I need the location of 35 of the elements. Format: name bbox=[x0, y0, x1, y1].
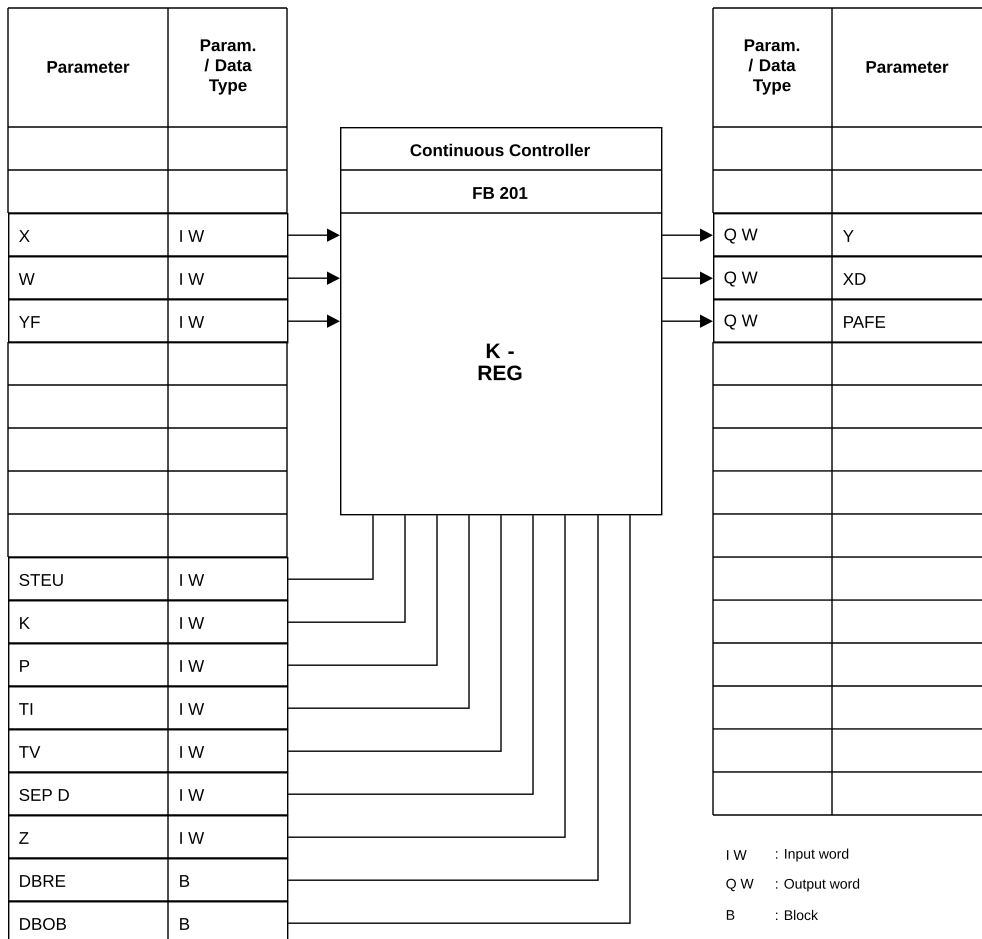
table-row: TI I W bbox=[8, 686, 288, 730]
key-abbreviation: I W bbox=[727, 850, 747, 860]
table-row: Z I W bbox=[8, 815, 288, 860]
table-row: X I W bbox=[8, 213, 288, 258]
connector bbox=[288, 515, 438, 666]
column-header: Parameter bbox=[866, 61, 948, 73]
connector bbox=[288, 515, 374, 580]
connector bbox=[288, 515, 502, 752]
key-text: : Output word bbox=[776, 878, 860, 892]
table-row: DBRE B bbox=[8, 858, 288, 902]
connector bbox=[288, 515, 534, 795]
connector bbox=[288, 515, 566, 838]
key-abbreviation: B bbox=[726, 910, 734, 920]
column-header: Param. / Data Type bbox=[744, 39, 800, 95]
key-text: : Input word bbox=[776, 848, 848, 862]
connector bbox=[288, 515, 406, 623]
table-row: W I W bbox=[8, 256, 288, 300]
key-text: : Block bbox=[776, 910, 818, 920]
table-row: SEP D I W bbox=[8, 772, 288, 816]
table-row: Q W Y bbox=[713, 213, 982, 258]
table-row: DBOB B bbox=[8, 901, 288, 939]
table-row: YF I W bbox=[8, 299, 288, 344]
connector bbox=[288, 515, 599, 881]
key-abbreviation: Q W bbox=[726, 878, 754, 892]
connector bbox=[288, 515, 470, 709]
column-header: Parameter bbox=[48, 61, 130, 73]
table-row: Q W XD bbox=[713, 256, 982, 300]
column-header: Param. / Data Type bbox=[200, 39, 256, 95]
function-block: Continuous Controller FB 201 K - REG bbox=[340, 127, 662, 516]
table-row: K I W bbox=[8, 600, 288, 644]
connector bbox=[288, 515, 631, 924]
table-row: STEU I W bbox=[8, 557, 288, 602]
table-row: TV I W bbox=[8, 729, 288, 774]
table-row: P I W bbox=[8, 643, 288, 688]
table-row: Q W PAFE bbox=[713, 299, 982, 344]
